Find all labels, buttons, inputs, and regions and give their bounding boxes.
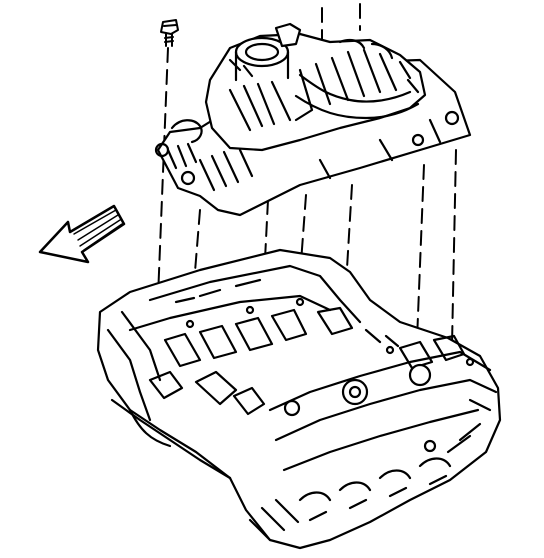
bolt-icon	[160, 19, 179, 47]
alignment-line	[451, 149, 457, 346]
engine-block	[96, 248, 502, 550]
intake-manifold	[154, 22, 472, 217]
direction-arrow-icon	[38, 204, 126, 264]
